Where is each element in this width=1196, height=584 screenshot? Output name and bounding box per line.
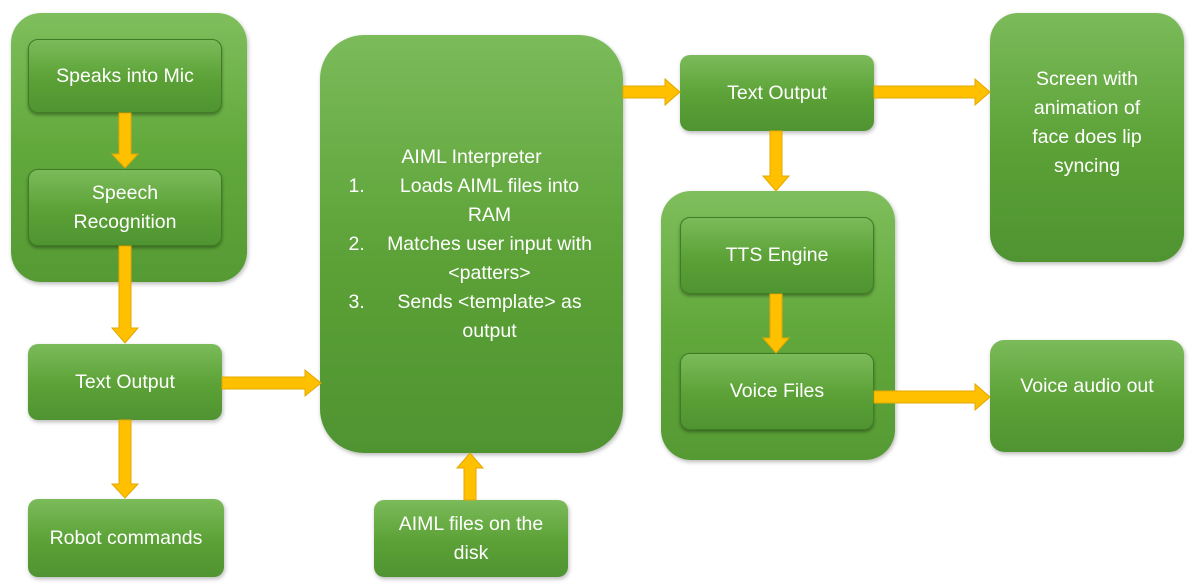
step-text: Matches user input with <patters> [387,233,592,284]
node-speaks-into-mic: Speaks into Mic [28,39,222,113]
step-text: Sends <template> as output [397,291,582,342]
node-screen-animation: Screen with animation of face does lip s… [990,13,1184,262]
step-text: Loads AIML files into RAM [399,175,580,226]
interpreter-steps: 1. Loads AIML files into RAM 2. Matches … [349,172,595,346]
node-text-output-top-label: Text Output [727,81,827,104]
step-number: 1. [348,175,365,197]
node-aiml-files-disk-label: AIML files on the disk [398,512,544,564]
arrow-text-output-to-interpreter [221,368,322,398]
node-voice-audio-out-label: Voice audio out [1020,374,1154,397]
node-robot-commands: Robot commands [28,499,224,577]
arrow-text-output-to-screen [873,77,991,107]
node-voice-files: Voice Files [680,353,874,430]
node-speech-recognition-label: Speech Recognition [73,181,177,233]
node-aiml-interpreter: AIML Interpreter 1. Loads AIML files int… [320,35,623,453]
node-speaks-into-mic-label: Speaks into Mic [56,64,194,87]
node-robot-commands-label: Robot commands [49,526,203,549]
node-text-output-top: Text Output [680,55,874,131]
interpreter-step-3: 3. Sends <template> as output [349,288,595,346]
step-number: 3. [348,291,365,313]
interpreter-step-2: 2. Matches user input with <patters> [349,230,595,288]
step-number: 2. [348,233,365,255]
arrow-interpreter-to-text-output [622,77,681,107]
node-aiml-files-disk: AIML files on the disk [374,500,568,577]
node-tts-engine: TTS Engine [680,217,874,294]
interpreter-step-1: 1. Loads AIML files into RAM [349,172,595,230]
interpreter-title: AIML Interpreter [401,146,542,168]
node-text-output-left: Text Output [28,344,222,420]
node-screen-animation-label: Screen with animation of face does lip s… [1032,67,1142,177]
node-speech-recognition: Speech Recognition [28,169,222,246]
node-text-output-left-label: Text Output [75,370,175,393]
arrow-text-output-to-robot [110,419,140,499]
node-voice-audio-out: Voice audio out [990,340,1184,452]
arrow-text-output-to-tts [761,130,791,192]
arrow-disk-to-interpreter [455,452,485,501]
node-voice-files-label: Voice Files [729,380,825,402]
node-tts-engine-label: TTS Engine [725,244,829,266]
